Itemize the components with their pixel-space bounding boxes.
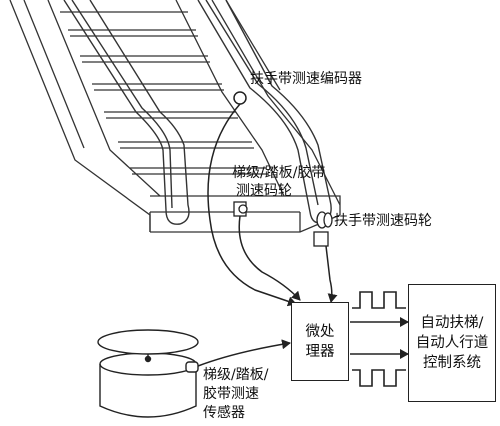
wire-sensor: [197, 339, 291, 367]
steps: [60, 11, 290, 197]
signal-wires: [197, 103, 409, 367]
left-truss: [9, 0, 151, 232]
handrail-encoder-label: 扶手带测速编码器: [250, 71, 362, 87]
sensor-label-line3: 传感器: [203, 405, 245, 421]
wire-step-wheel: [238, 215, 301, 301]
right-truss: [211, 0, 341, 206]
control-label-line3: 控制系统: [423, 355, 481, 371]
handrail-encoder-icon: [233, 91, 247, 105]
microprocessor-block: 微处 理器: [291, 302, 349, 381]
handrail-speed-wheel-icon: [313, 211, 333, 247]
handrail-wheel-label: 扶手带测速码轮: [334, 213, 432, 229]
escalator-illustration: [9, 0, 341, 233]
sensor-label-line1: 梯级/踏板/: [203, 367, 269, 383]
wire-handrail-wheel: [325, 245, 338, 303]
wire-encoder: [207, 103, 297, 307]
control-system-block: 自动扶梯/ 自动人行道 控制系统: [408, 284, 496, 402]
sensor-label-line2: 胶带测速: [203, 386, 259, 402]
left-handrail: [63, 0, 190, 225]
control-label-line2: 自动人行道: [415, 335, 489, 351]
step-wheel-label-line2: 测速码轮: [236, 183, 292, 199]
processor-label-line2: 理器: [305, 343, 335, 360]
pulse-waveform-bottom: [352, 369, 406, 387]
processor-label-line1: 微处: [305, 323, 335, 340]
pulse-waveform-top: [352, 291, 406, 309]
step-speed-wheel-icon: [233, 201, 248, 217]
sensor-cylinder-icon: [97, 329, 199, 418]
control-label-line1: 自动扶梯/: [420, 315, 484, 331]
step-wheel-label-line1: 梯级/踏板/胶带: [232, 165, 326, 181]
